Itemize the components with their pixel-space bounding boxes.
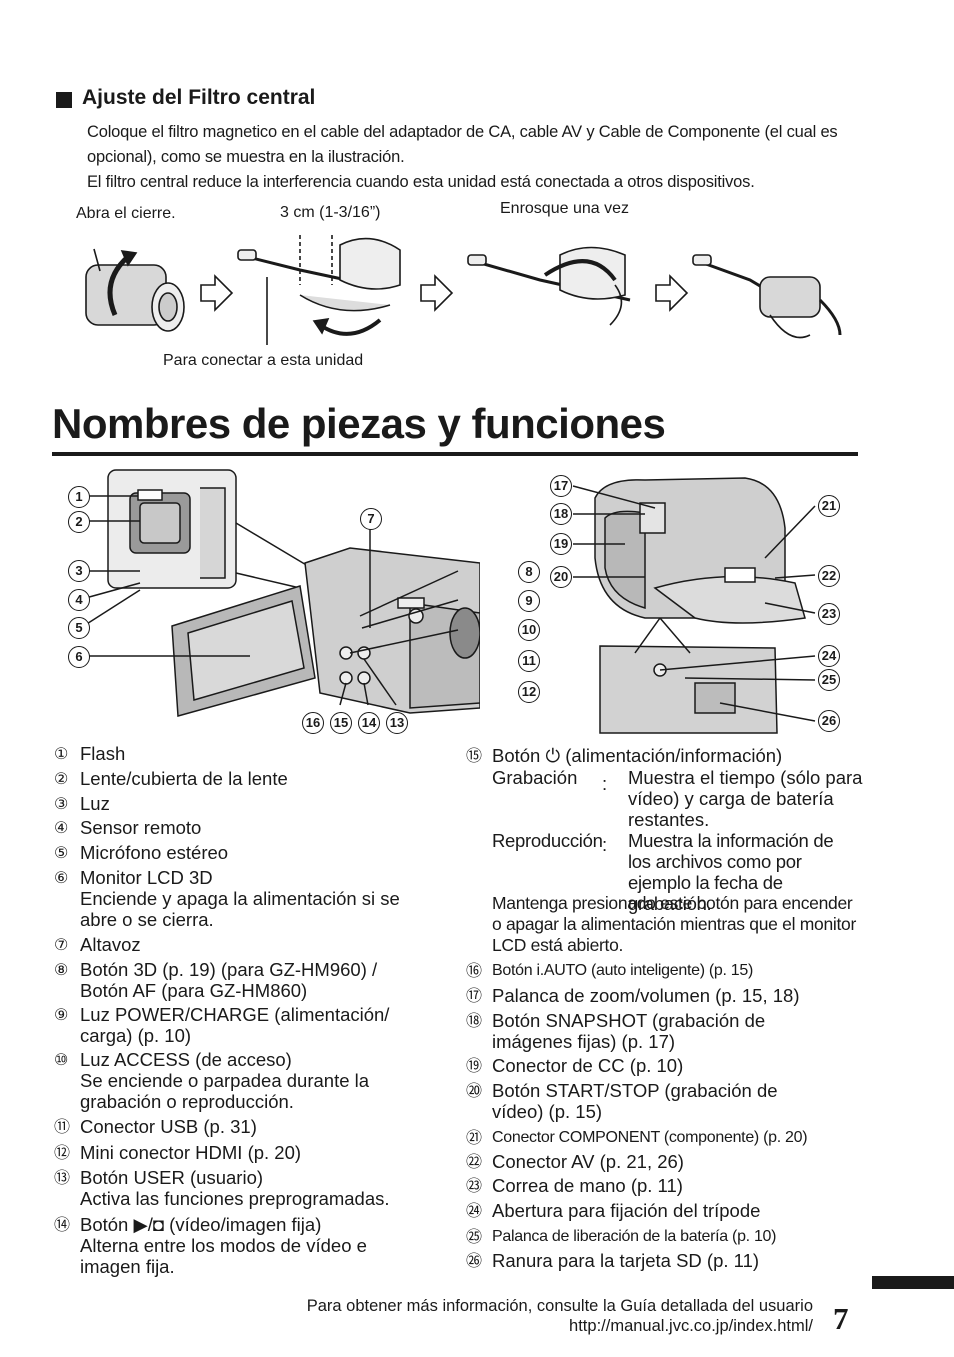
callout-17: 17 <box>550 475 572 497</box>
page-tab-marker <box>872 1276 954 1289</box>
label-wind-once: Enrosque una vez <box>500 200 629 217</box>
filter-illustration <box>85 235 842 345</box>
callout-10: 10 <box>518 619 540 641</box>
callout-19: 19 <box>550 533 572 555</box>
label-open-clasp: Abra el cierre. <box>76 205 176 222</box>
page-title: Nombres de piezas y funciones <box>52 400 666 447</box>
callout-21: 21 <box>818 495 840 517</box>
footer-url[interactable]: http://manual.jvc.co.jp/index.html/ <box>569 1317 813 1335</box>
callout-9: 9 <box>518 590 540 612</box>
callout-4: 4 <box>68 589 90 611</box>
title-rule <box>52 452 858 456</box>
intro-paragraph-1: Coloque el filtro magnetico en el cable … <box>87 123 838 166</box>
mode-row-playback: Reproducción : Muestra la información de… <box>492 830 834 914</box>
label-length: 3 cm (1-3/16”) <box>280 204 381 221</box>
mode-row-recording: Grabación : Muestra el tiempo (sólo para… <box>492 767 863 830</box>
callout-12: 12 <box>518 681 540 703</box>
section-title: Ajuste del Filtro central <box>82 86 316 109</box>
label-connect-unit: Para conectar a esta unidad <box>163 352 364 369</box>
callout-18: 18 <box>550 503 572 525</box>
callout-8: 8 <box>518 561 540 583</box>
callout-15: 15 <box>330 712 352 734</box>
camcorder-front-illustration <box>81 469 480 717</box>
section-marker <box>56 92 72 108</box>
callout-24: 24 <box>818 645 840 667</box>
callout-20: 20 <box>550 566 572 588</box>
callout-23: 23 <box>818 603 840 625</box>
callout-16: 16 <box>302 712 324 734</box>
callout-13: 13 <box>386 712 408 734</box>
intro-text: Coloque el filtro magnetico en el cable … <box>87 120 867 195</box>
callout-25: 25 <box>818 669 840 691</box>
footer-note: Para obtener más información, consulte l… <box>307 1296 813 1336</box>
camcorder-rear-illustration <box>572 477 816 734</box>
callout-11: 11 <box>518 650 540 672</box>
callout-2: 2 <box>68 511 90 533</box>
callout-1: 1 <box>68 486 90 508</box>
callout-26: 26 <box>818 710 840 732</box>
callout-6: 6 <box>68 646 90 668</box>
callout-3: 3 <box>68 560 90 582</box>
page-number: 7 <box>833 1301 849 1336</box>
callout-22: 22 <box>818 565 840 587</box>
footer-line-1: Para obtener más información, consulte l… <box>306 1297 813 1315</box>
intro-paragraph-2: El filtro central reduce la interferenci… <box>87 173 755 191</box>
callout-7: 7 <box>360 508 382 530</box>
power-button-note: Mantenga presionado este botón para ence… <box>492 893 857 955</box>
callout-14: 14 <box>358 712 380 734</box>
callout-5: 5 <box>68 617 90 639</box>
